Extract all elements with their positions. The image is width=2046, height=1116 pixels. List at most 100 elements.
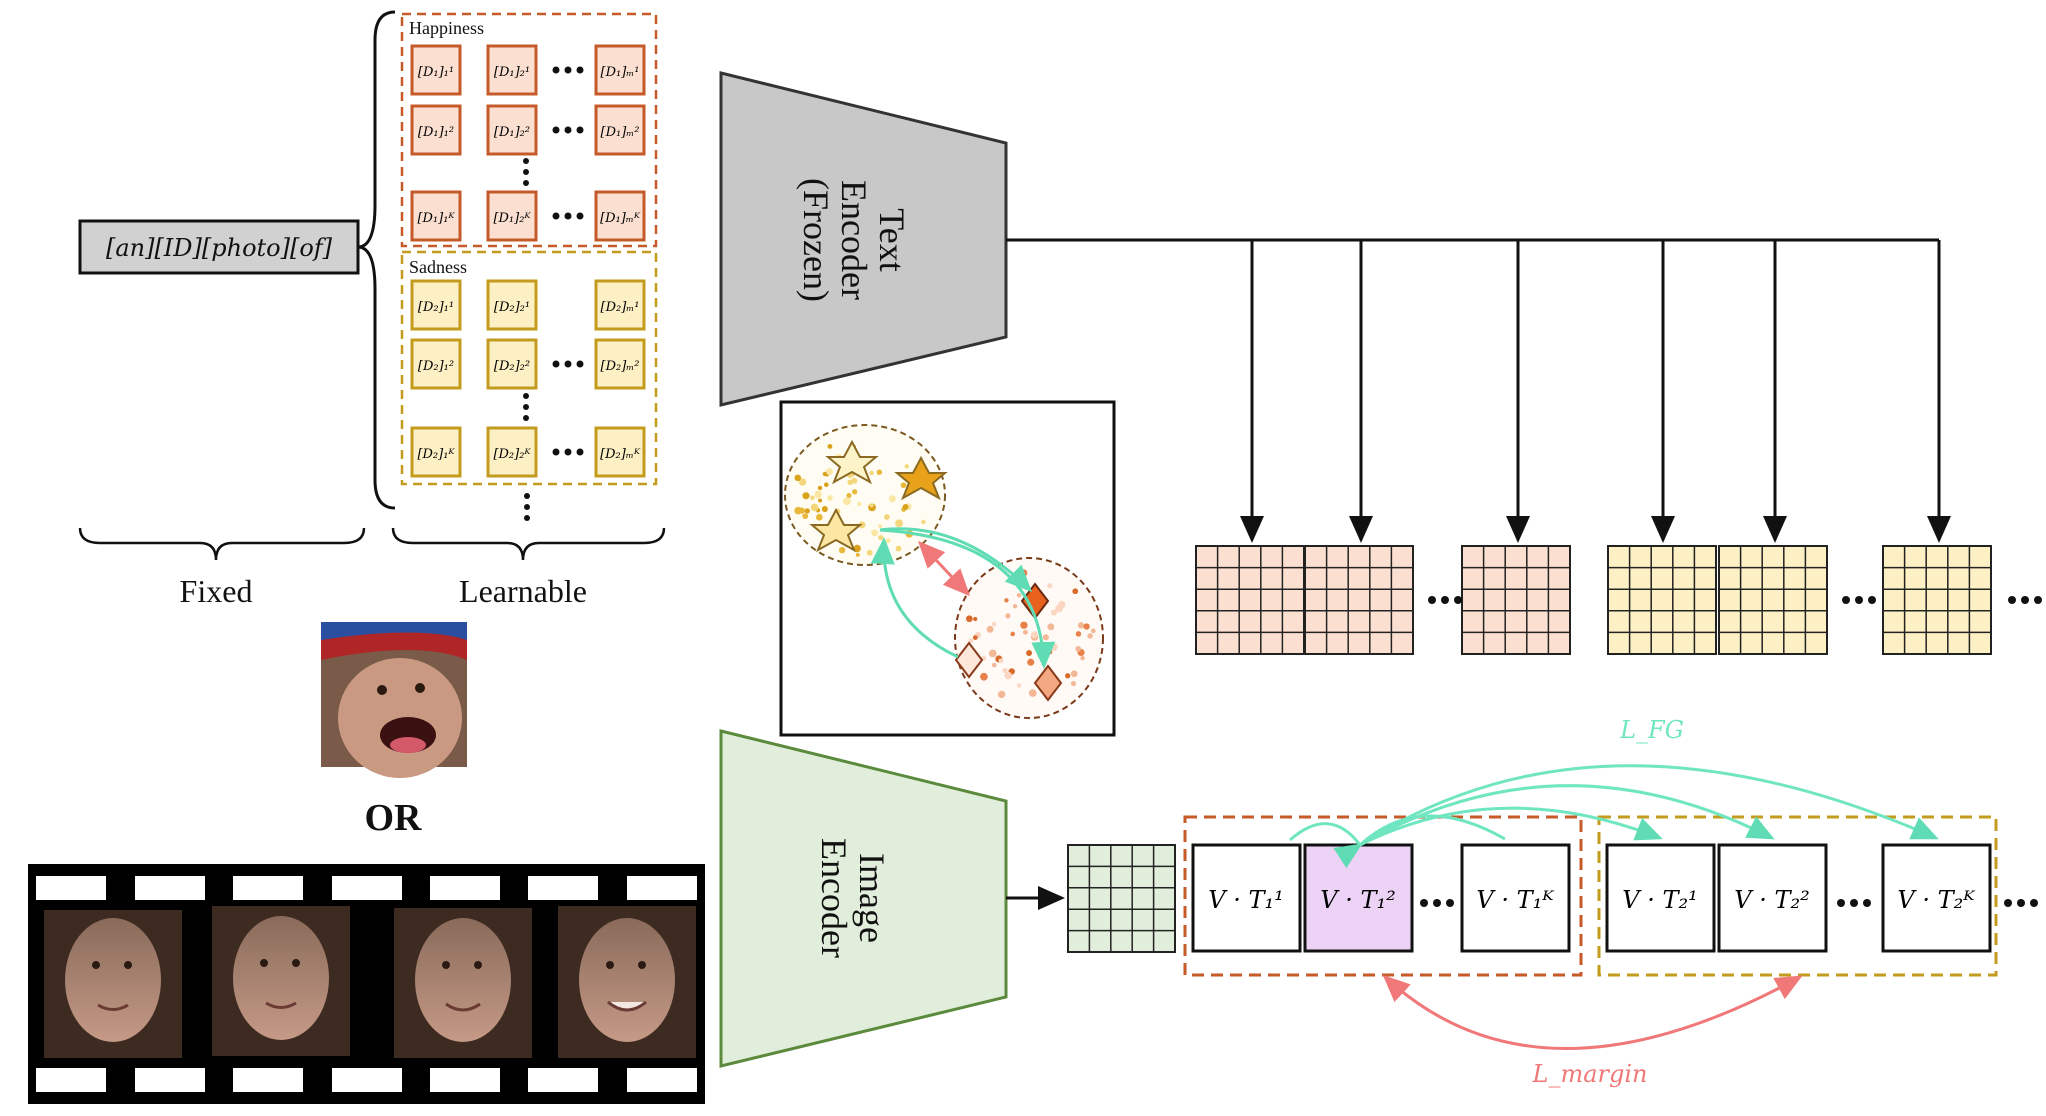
cluster-point [1042, 634, 1049, 641]
cluster-point [1022, 629, 1028, 635]
cluster-point [1012, 603, 1018, 609]
fg-loss-label: L_FG [1619, 716, 1684, 744]
token-label: [D₂]₁¹ [418, 300, 454, 315]
sadness-group-label: Sadness [409, 257, 467, 277]
cluster-point [1083, 623, 1090, 630]
group-brace [357, 10, 396, 510]
token-cell [486, 104, 538, 156]
fixed-label: Fixed [180, 573, 253, 609]
star-icon [809, 507, 863, 553]
cluster-point [988, 649, 997, 658]
cluster-point [818, 498, 823, 503]
cluster-point [902, 504, 909, 510]
face-photo [321, 622, 467, 778]
cluster-point [991, 621, 997, 627]
cluster-point [827, 443, 833, 449]
similarity-label: V · T₂ᴷ [1897, 886, 1976, 914]
margin-loss-label: L_margin [1532, 1060, 1648, 1088]
cluster-point [1070, 670, 1078, 678]
token-label: [D₂]₂ᴷ [493, 447, 531, 462]
token-label: [D₁]ₘ¹ [601, 65, 640, 80]
cluster-point [1028, 689, 1037, 697]
cluster-point [858, 521, 866, 529]
embedding-push-arrow [917, 540, 971, 597]
cluster-point [1004, 671, 1013, 680]
feature-grid [1304, 545, 1414, 655]
cluster-point [1016, 593, 1022, 598]
cluster-point [822, 471, 828, 477]
cluster-point [1087, 633, 1093, 639]
cluster-point [1075, 631, 1082, 637]
fixed-prompt-box [78, 219, 360, 275]
token-cell [594, 338, 646, 390]
cluster-point [794, 506, 802, 515]
cluster-point [852, 489, 858, 495]
fg-loss-arrows [1289, 764, 1939, 869]
token-cell [410, 104, 462, 156]
image-feature-grid [1067, 844, 1176, 953]
cluster-point [986, 625, 994, 633]
cluster-point [1016, 683, 1022, 688]
cluster-point [965, 615, 973, 623]
token-cell [486, 44, 538, 96]
text-encoder-label-line2: Encoder [834, 180, 874, 300]
token-label: [D₁]₂² [494, 125, 530, 140]
cluster-point [827, 495, 833, 501]
cluster-point [798, 478, 807, 486]
cluster-point [888, 495, 896, 503]
happiness-token-grid: [D₁]₁¹ [D₁]₂¹ [D₁]ₘ¹ [D₁]₁² [D₁]₂² [D₁]ₘ… [410, 44, 646, 242]
token-cell [594, 190, 646, 242]
cluster-point [900, 482, 907, 489]
image-encoder-label-line2: Encoder [814, 838, 854, 958]
cluster-point [802, 513, 809, 520]
cluster-point [855, 552, 860, 557]
cluster-point [895, 519, 903, 528]
token-label: [D₁]₁¹ [418, 65, 454, 80]
token-cell [486, 190, 538, 242]
token-cell [410, 426, 462, 478]
feature-grid [1718, 545, 1828, 655]
cluster-point [1005, 613, 1011, 619]
token-label: [D₁]₁² [418, 125, 454, 140]
token-label: [D₁]ₘᴷ [600, 211, 641, 226]
cluster-point [843, 497, 851, 506]
happiness-cluster [954, 557, 1104, 719]
fixed-brace [78, 527, 366, 561]
cluster-point [810, 495, 815, 501]
similarity-label: V · T₂² [1734, 886, 1809, 914]
happiness-group-label: Happiness [409, 18, 484, 38]
cluster-point [817, 485, 823, 491]
cluster-point [869, 470, 874, 476]
video-frame [394, 908, 532, 1058]
token-cell [410, 279, 462, 331]
cluster-point [846, 492, 852, 499]
cluster-point [821, 505, 828, 513]
feature-grid [1067, 844, 1176, 953]
cluster-point [1072, 588, 1079, 595]
cluster-point [991, 662, 997, 668]
cluster-point [814, 490, 822, 499]
cluster-point [1002, 667, 1008, 674]
cluster-point [968, 638, 974, 643]
cluster-point [1070, 681, 1077, 687]
image-encoder-label-line1: Image [852, 853, 892, 943]
cluster-point [904, 464, 909, 469]
token-cell [410, 44, 462, 96]
image-encoder-trapezoid [719, 729, 1008, 1068]
cluster-point [876, 469, 883, 475]
similarity-label: V · T₂¹ [1622, 886, 1697, 914]
cluster-point [869, 503, 874, 508]
cluster-point [823, 482, 829, 487]
cluster-point [825, 467, 833, 475]
token-label: [D₂]₁ᴷ [417, 447, 455, 462]
cluster-point [998, 658, 1004, 664]
learnable-brace [391, 527, 666, 561]
similarity-label: V · T₁ᴷ [1476, 886, 1555, 914]
token-label: [D₂]₂² [494, 359, 530, 374]
more-groups-dots [524, 493, 530, 521]
cluster-point [972, 635, 978, 640]
cluster-point [885, 538, 891, 544]
feature-grid [1607, 545, 1717, 655]
cluster-point [871, 529, 878, 537]
cluster-point [1049, 643, 1058, 652]
